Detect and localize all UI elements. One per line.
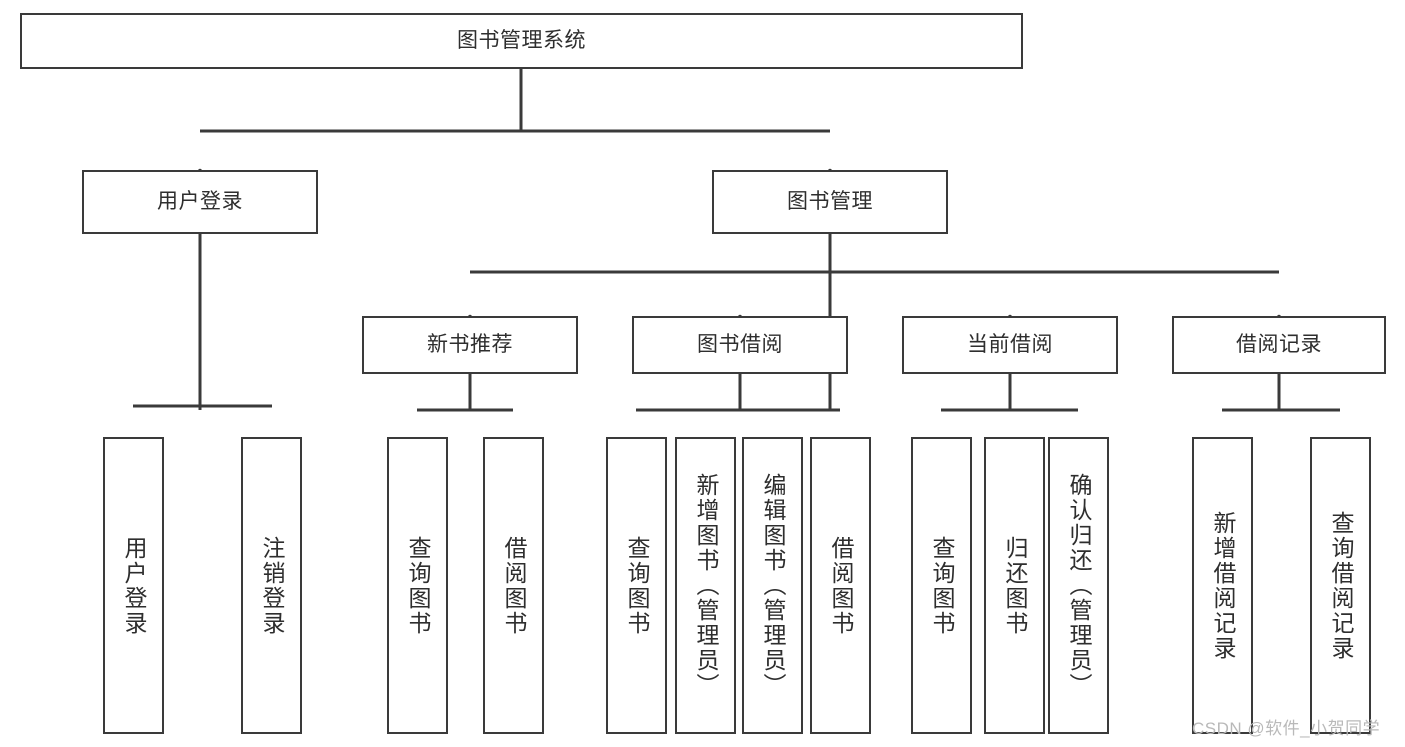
node-current-borrow[interactable]: 当前借阅 — [902, 316, 1118, 374]
node-leaf-return-book-label: 归还图书 — [1002, 535, 1028, 636]
node-leaf-user-login-label: 用户登录 — [121, 535, 147, 636]
node-leaf-borrow-book-1-label: 借阅图书 — [501, 535, 527, 636]
node-leaf-user-logout-label: 注销登录 — [259, 535, 285, 636]
node-leaf-query-book-1[interactable]: 查询图书 — [387, 437, 448, 734]
node-borrow-record[interactable]: 借阅记录 — [1172, 316, 1386, 374]
node-leaf-borrow-book-2[interactable]: 借阅图书 — [810, 437, 871, 734]
node-new-book-recommend-label: 新书推荐 — [427, 333, 513, 357]
node-leaf-query-book-2[interactable]: 查询图书 — [606, 437, 667, 734]
node-borrow-record-label: 借阅记录 — [1236, 333, 1322, 357]
node-book-manage-label: 图书管理 — [787, 190, 873, 214]
node-leaf-add-book[interactable]: 新增图书（管理员） — [675, 437, 736, 734]
node-user-login[interactable]: 用户登录 — [82, 170, 318, 234]
node-leaf-query-record[interactable]: 查询借阅记录 — [1310, 437, 1371, 734]
node-leaf-add-record[interactable]: 新增借阅记录 — [1192, 437, 1253, 734]
node-leaf-add-record-label: 新增借阅记录 — [1210, 510, 1236, 661]
node-leaf-query-book-1-label: 查询图书 — [405, 535, 431, 636]
node-current-borrow-label: 当前借阅 — [967, 333, 1053, 357]
node-leaf-confirm-return[interactable]: 确认归还（管理员） — [1048, 437, 1109, 734]
node-root-label: 图书管理系统 — [457, 29, 586, 53]
node-leaf-edit-book[interactable]: 编辑图书（管理员） — [742, 437, 803, 734]
node-leaf-query-book-3[interactable]: 查询图书 — [911, 437, 972, 734]
node-leaf-query-book-3-label: 查询图书 — [929, 535, 955, 636]
node-user-login-label: 用户登录 — [157, 190, 243, 214]
node-leaf-borrow-book-1[interactable]: 借阅图书 — [483, 437, 544, 734]
node-root[interactable]: 图书管理系统 — [20, 13, 1023, 69]
node-leaf-add-book-label: 新增图书（管理员） — [693, 473, 719, 698]
node-leaf-query-record-label: 查询借阅记录 — [1328, 510, 1354, 661]
node-book-borrow[interactable]: 图书借阅 — [632, 316, 848, 374]
node-leaf-confirm-return-label: 确认归还（管理员） — [1066, 473, 1092, 698]
node-leaf-borrow-book-2-label: 借阅图书 — [828, 535, 854, 636]
node-leaf-user-logout[interactable]: 注销登录 — [241, 437, 302, 734]
node-leaf-edit-book-label: 编辑图书（管理员） — [760, 473, 786, 698]
node-leaf-query-book-2-label: 查询图书 — [624, 535, 650, 636]
node-leaf-user-login[interactable]: 用户登录 — [103, 437, 164, 734]
node-new-book-recommend[interactable]: 新书推荐 — [362, 316, 578, 374]
node-book-manage[interactable]: 图书管理 — [712, 170, 948, 234]
node-book-borrow-label: 图书借阅 — [697, 333, 783, 357]
node-leaf-return-book[interactable]: 归还图书 — [984, 437, 1045, 734]
